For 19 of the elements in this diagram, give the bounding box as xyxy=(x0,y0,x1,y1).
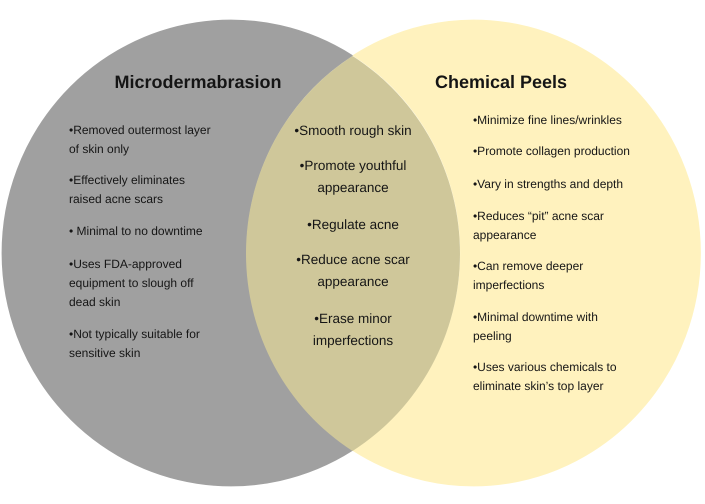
bullet-item: •Regulate acne xyxy=(306,216,400,234)
bullet-item: •Reduces “pit” acne scar appearance xyxy=(472,208,605,244)
bullet-item: •Promote collagen production xyxy=(472,143,631,160)
bullet-item: •Smooth rough skin xyxy=(294,122,412,140)
bullet-item: •Removed outermost layer of skin only xyxy=(69,122,212,158)
bullet-item: •Erase minor imperfections xyxy=(312,310,394,350)
bullet-item: •Minimize fine lines/wrinkles xyxy=(472,112,623,128)
bullet-item: •Uses various chemicals to eliminate skin’s top layer xyxy=(472,359,618,395)
circle-title: Microdermabrasion xyxy=(114,71,282,93)
bullet-item: •Reduce acne scar appearance xyxy=(296,250,410,291)
bullet-item: •Vary in strengths and depth xyxy=(472,176,624,192)
circle-title: Chemical Peels xyxy=(434,71,568,93)
bullet-item: • Minimal to no downtime xyxy=(69,223,204,240)
bullet-item: •Uses FDA-approved equipment to slough off dead skin xyxy=(69,256,195,310)
bullet-item: •Minimal downtime with peeling xyxy=(472,308,599,344)
bullet-item: •Effectively eliminates raised acne scars xyxy=(69,172,186,208)
bullet-item: •Can remove deeper imperfections xyxy=(472,258,584,294)
bullet-item: •Promote youthful appearance xyxy=(299,157,407,198)
bullet-item: •Not typically suitable for sensitive skin xyxy=(69,326,201,362)
